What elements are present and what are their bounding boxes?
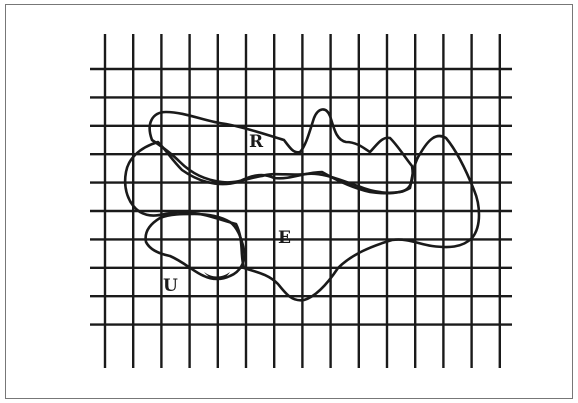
figure-border — [6, 5, 573, 399]
grid — [90, 34, 512, 368]
label-r: R — [249, 132, 264, 152]
label-e: E — [278, 228, 291, 248]
label-u: U — [163, 276, 178, 296]
